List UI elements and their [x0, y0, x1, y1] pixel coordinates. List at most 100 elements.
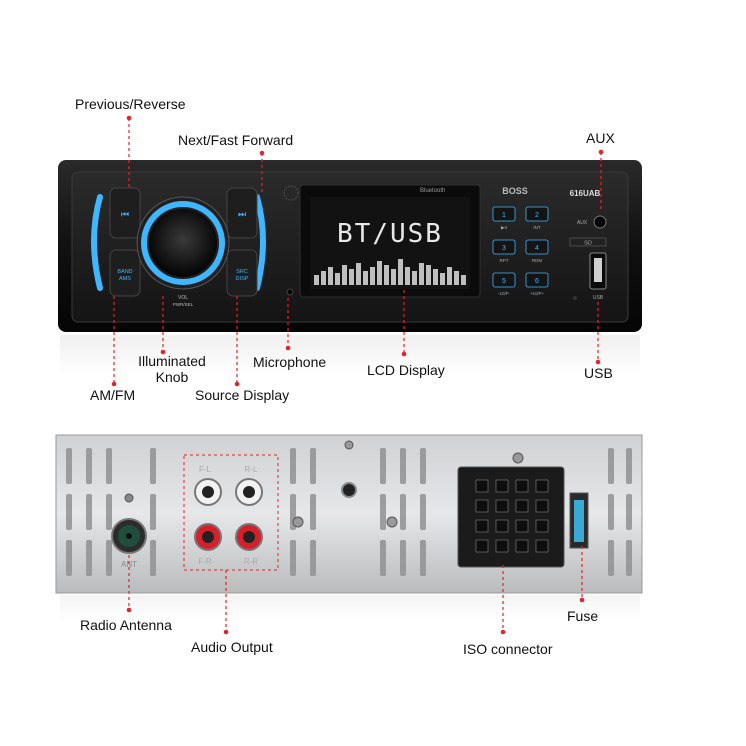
- previous-reverse-label: Previous/Reverse: [75, 96, 186, 112]
- src-label: SRC: [236, 269, 248, 275]
- vent-slot: [400, 494, 406, 530]
- previous-button[interactable]: [109, 187, 141, 239]
- vent-slot: [626, 448, 632, 484]
- disp-label: DISP: [236, 276, 249, 282]
- next-icon: ⏭: [238, 209, 246, 219]
- preset-function: -10/F-: [498, 291, 511, 296]
- vent-slot: [608, 540, 614, 576]
- lcd-display-label: LCD Display: [367, 362, 445, 378]
- vent-slot: [150, 540, 156, 576]
- iso-pin: [475, 499, 489, 513]
- iso-pin: [515, 499, 529, 513]
- vent-slot: [106, 448, 112, 484]
- vent-slot: [400, 448, 406, 484]
- vent-slot: [86, 540, 92, 576]
- left-screw: [292, 516, 304, 528]
- eq-bar: [384, 265, 389, 285]
- iso-pin: [495, 519, 509, 533]
- ground-stud: [341, 482, 357, 498]
- rca-f-l[interactable]: [194, 478, 222, 506]
- rca-label-fl: F-L: [199, 465, 212, 474]
- eq-bar: [314, 275, 319, 285]
- vent-slot: [66, 494, 72, 530]
- right-screw: [386, 516, 398, 528]
- preset-number: 5: [502, 278, 506, 285]
- source-display-label: Source Display: [195, 387, 290, 403]
- illuminated-knob[interactable]: [149, 209, 217, 277]
- aux-label: AUX: [577, 220, 588, 226]
- fuse[interactable]: [574, 500, 584, 542]
- vent-slot: [86, 494, 92, 530]
- preset-function: RDM: [532, 258, 542, 263]
- lcd-text: BT/USB: [337, 219, 443, 249]
- eq-bar: [363, 271, 368, 285]
- preset-number: 3: [502, 245, 506, 252]
- vent-slot: [310, 494, 316, 530]
- preset-number: 2: [535, 212, 539, 219]
- preset-function: INT: [533, 225, 541, 230]
- ams-label: AMS: [119, 276, 131, 282]
- preset-button-6[interactable]: 6+10/F+: [525, 272, 549, 296]
- source-button[interactable]: [226, 249, 258, 297]
- vent-slot: [86, 448, 92, 484]
- rca-label-rr: R-R: [244, 557, 258, 566]
- rca-r-r[interactable]: [235, 523, 263, 551]
- front-callout-dots: [111, 115, 604, 387]
- rca-f-r[interactable]: [194, 523, 222, 551]
- brand-logo: BOSS: [502, 186, 528, 196]
- iso-pin: [495, 479, 509, 493]
- rca-label-fr: F-R: [198, 557, 212, 566]
- iso-pin: [495, 499, 509, 513]
- vent-slot: [608, 494, 614, 530]
- reset-hole: [573, 296, 577, 300]
- eq-bar: [461, 275, 466, 285]
- sd-slot[interactable]: [569, 237, 607, 247]
- preset-number: 6: [535, 278, 539, 285]
- microphone-hole: [286, 288, 294, 296]
- vent-slot: [106, 540, 112, 576]
- rear-callout-lines: [128, 546, 583, 632]
- eq-bar: [447, 267, 452, 285]
- am-fm-label: AM/FM: [90, 387, 136, 403]
- rca-r-l[interactable]: [235, 478, 263, 506]
- rear-vents: [66, 448, 632, 576]
- illuminated-knob-label: Illuminated Knob: [138, 353, 206, 385]
- iso-connector-label: ISO connector: [463, 641, 553, 657]
- vent-slot: [400, 540, 406, 576]
- eq-bar: [342, 265, 347, 285]
- grille-icon: [283, 185, 299, 201]
- vent-slot: [380, 448, 386, 484]
- eq-bar: [440, 273, 445, 285]
- vent-slot: [150, 448, 156, 484]
- vent-slot: [626, 494, 632, 530]
- eq-bar: [377, 261, 382, 285]
- next-button[interactable]: [226, 187, 258, 239]
- eq-bar: [370, 267, 375, 285]
- aux-jack[interactable]: [593, 215, 607, 229]
- vent-slot: [310, 448, 316, 484]
- iso-pin: [535, 499, 549, 513]
- right-light-bar: [254, 194, 266, 291]
- preset-button-1[interactable]: 1▶II: [492, 206, 516, 230]
- eq-bar: [426, 265, 431, 285]
- eq-bar: [454, 271, 459, 285]
- previous-icon: ⏮: [121, 209, 129, 219]
- iso-pin: [475, 479, 489, 493]
- front-callout-lines: [113, 118, 602, 384]
- vent-slot: [106, 494, 112, 530]
- antenna-screw: [124, 493, 134, 503]
- eq-bar: [433, 269, 438, 285]
- front-reflection: [60, 335, 640, 375]
- band-button[interactable]: [109, 249, 141, 297]
- iso-pin: [535, 519, 549, 533]
- audio-output-box: [183, 454, 279, 571]
- preset-button-5[interactable]: 5 -10/F-: [492, 272, 516, 296]
- iso-pin: [515, 479, 529, 493]
- radio-antenna-label: Radio Antenna: [80, 617, 172, 633]
- eq-bar: [328, 267, 333, 285]
- fuse-label: Fuse: [567, 608, 599, 624]
- eq-bar: [335, 273, 340, 285]
